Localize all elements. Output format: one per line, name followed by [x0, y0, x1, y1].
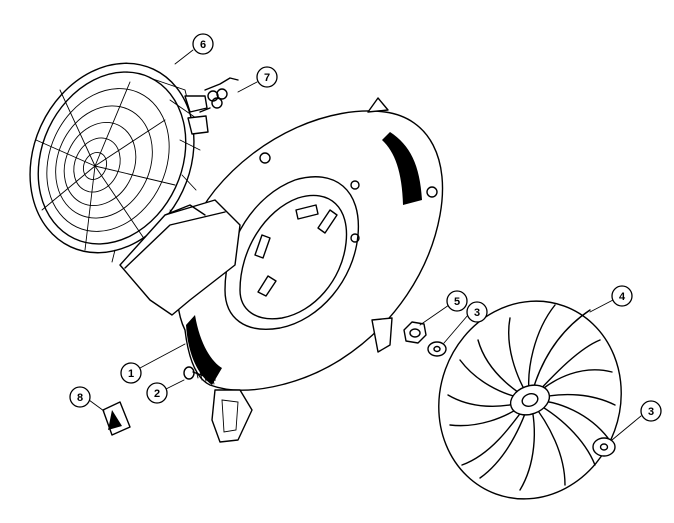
spring: [199, 77, 239, 113]
svg-text:3: 3: [474, 307, 480, 319]
fan-wheel: [438, 300, 622, 500]
svg-text:4: 4: [619, 291, 626, 303]
screw: [183, 366, 216, 385]
svg-text:8: 8: [77, 392, 83, 404]
nut: [403, 321, 427, 344]
svg-text:5: 5: [454, 296, 460, 308]
callout-5: 5: [446, 290, 468, 312]
svg-text:6: 6: [200, 39, 206, 51]
svg-text:1: 1: [128, 368, 134, 380]
callout-7: 7: [256, 66, 278, 88]
intake-screen: [29, 62, 209, 263]
svg-text:2: 2: [154, 388, 160, 400]
fan-housing: [119, 97, 444, 443]
callout-3-lower: 3: [640, 400, 662, 422]
warning-label: [102, 401, 131, 436]
svg-text:7: 7: [264, 72, 270, 84]
callout-8: 8: [69, 386, 91, 408]
callout-1: 1: [120, 362, 142, 384]
washer-upper: [427, 341, 447, 357]
callout-4: 4: [611, 285, 633, 307]
washer-lower: [592, 437, 616, 457]
leader-lines: [88, 49, 642, 441]
callout-2: 2: [146, 382, 168, 404]
callout-6: 6: [192, 33, 214, 55]
callout-3-upper: 3: [466, 301, 488, 323]
svg-text:3: 3: [648, 406, 654, 418]
